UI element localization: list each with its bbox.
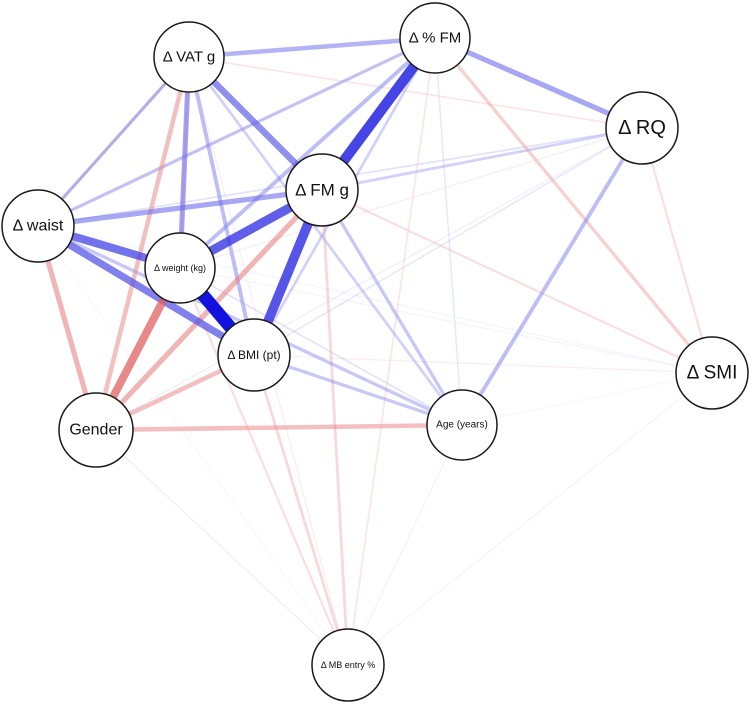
node-weight-label: Δ weight (kg) — [154, 263, 206, 273]
node-gender: Gender — [58, 392, 134, 468]
edge-gender-mb — [95, 429, 349, 666]
node-weight-circle — [144, 232, 216, 304]
edge-pfm-mb — [347, 37, 436, 666]
edge-gender-rq — [95, 127, 643, 431]
edge-weight-smi — [179, 267, 713, 374]
edge-pfm-weight — [178, 36, 437, 270]
edge-waist-bmi — [36, 222, 256, 359]
edge-vat-rq — [188, 56, 643, 129]
node-mb: Δ MB entry % — [311, 628, 385, 702]
edge-vat-age — [187, 56, 464, 426]
edge-fm-rq — [321, 126, 643, 192]
edge-rq-age — [460, 126, 644, 427]
node-smi-label: Δ SMI — [687, 363, 738, 384]
node-smi-circle — [675, 336, 749, 410]
node-bmi: Δ BMI (pt) — [217, 318, 291, 392]
edge-waist-mb — [37, 225, 349, 666]
node-pfm: Δ % FM — [399, 2, 471, 74]
node-age-label: Age (years) — [436, 420, 488, 431]
node-vat-label: Δ VAT g — [163, 49, 216, 66]
edge-fm-age — [320, 189, 464, 426]
node-pfm-label: Δ % FM — [409, 30, 462, 47]
node-fm: Δ FM g — [285, 153, 359, 227]
node-mb-label: Δ MB entry % — [321, 660, 376, 670]
node-waist-label: Δ waist — [13, 218, 64, 235]
edge-pfm-waist — [37, 37, 436, 227]
edge-gender-vat — [93, 56, 192, 431]
edge-bmi-mb — [252, 354, 350, 666]
node-age-circle — [426, 389, 498, 461]
node-vat: Δ VAT g — [153, 21, 225, 93]
node-gender-label: Gender — [69, 422, 123, 439]
node-pfm-circle — [399, 2, 471, 74]
node-waist-circle — [1, 189, 75, 263]
edge-rq-bmi — [253, 127, 643, 356]
edge-age-smi — [461, 372, 713, 426]
edge-vat-waist — [37, 56, 190, 227]
node-fm-label: Δ FM g — [295, 181, 349, 200]
edge-waist-fm — [37, 187, 323, 229]
node-weight: Δ weight (kg) — [144, 232, 216, 304]
edge-mb-smi — [347, 372, 713, 666]
node-smi: Δ SMI — [675, 336, 749, 410]
node-vat-circle — [153, 21, 225, 93]
edge-waist-pfm — [37, 36, 436, 228]
edge-vat-pfm — [188, 35, 436, 60]
edge-rq-smi — [640, 127, 714, 374]
edge-bmi-smi — [253, 354, 713, 374]
node-bmi-circle — [217, 318, 291, 392]
node-fm-circle — [285, 153, 359, 227]
node-bmi-label: Δ BMI (pt) — [227, 348, 280, 362]
edge-waist-vat — [36, 55, 191, 228]
edge-vat-bmi — [187, 56, 256, 356]
node-rq: Δ RQ — [605, 91, 679, 165]
node-waist: Δ waist — [1, 189, 75, 263]
node-rq-label: Δ RQ — [618, 117, 666, 139]
edge-pfm-rq — [433, 35, 644, 131]
edge-pfm-smi — [433, 36, 714, 375]
edge-gender-age — [95, 422, 463, 433]
edge-waist-vat — [36, 56, 191, 227]
edge-mb-age — [347, 424, 463, 666]
node-gender-circle — [58, 392, 134, 468]
node-age: Age (years) — [426, 389, 498, 461]
edge-fm-smi — [321, 189, 713, 374]
edge-pfm-age — [434, 37, 463, 426]
edge-weight-rq — [179, 127, 643, 269]
node-mb-circle — [311, 628, 385, 702]
edge-weight-mb — [178, 267, 350, 666]
node-rq-circle — [605, 91, 679, 165]
